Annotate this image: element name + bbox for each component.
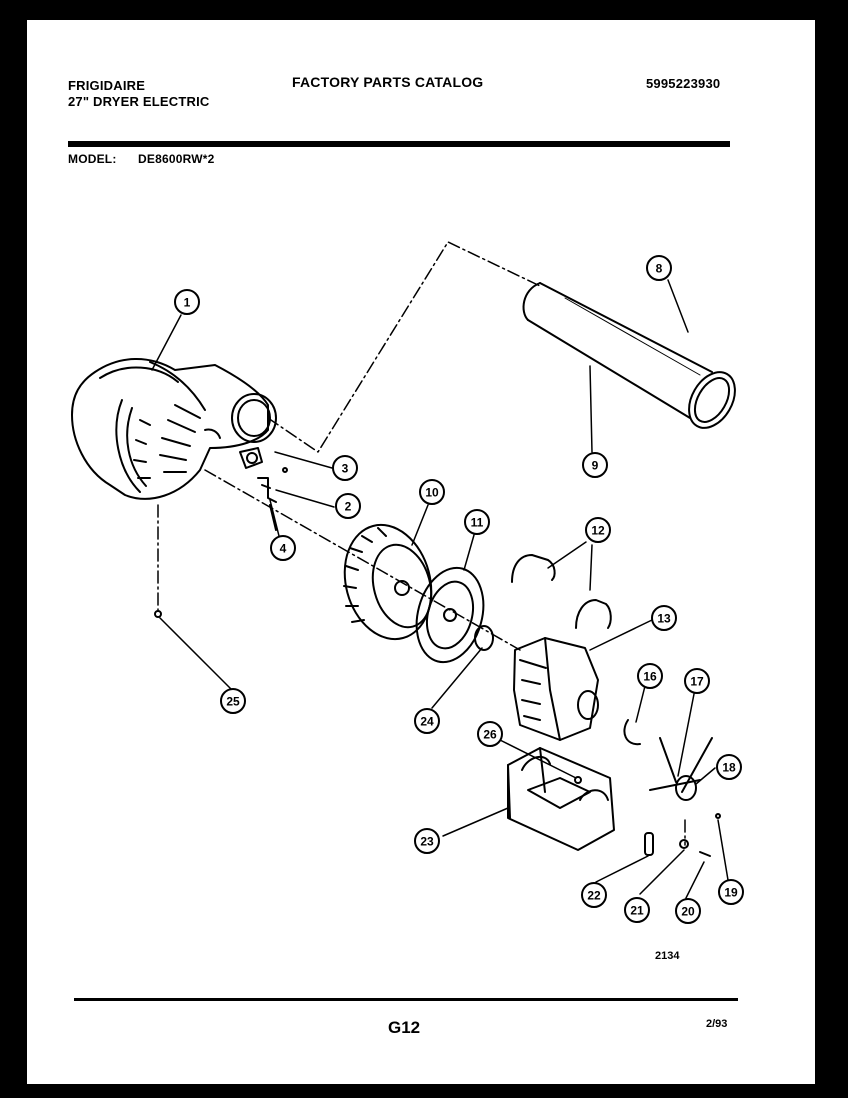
callout-24: 24: [414, 708, 440, 734]
belt-switch-parts: [239, 447, 277, 531]
callout-circle: [716, 754, 742, 780]
callout-number: 19: [724, 886, 738, 900]
callout-circle: [651, 605, 677, 631]
callout-circle: [414, 828, 440, 854]
callout-17: 17: [684, 668, 710, 694]
callout-circle: [220, 688, 246, 714]
drive-motor-part: [513, 637, 599, 741]
footer-date: 2/93: [706, 1018, 728, 1030]
callout-circle: [675, 898, 701, 924]
callout-circle: [174, 289, 200, 315]
callout-circle: [646, 255, 672, 281]
drawing-number: 2134: [655, 950, 680, 962]
callout-number: 20: [681, 905, 695, 919]
callout-10: 10: [419, 479, 445, 505]
product-label: 27" DRYER ELECTRIC: [68, 94, 210, 109]
callout-number: 25: [226, 695, 240, 709]
callout-26: 26: [477, 721, 503, 747]
callout-circle: [637, 663, 663, 689]
small-hardware-parts: [154, 467, 721, 857]
footer-rule: [74, 998, 738, 1001]
callout-circle: [581, 882, 607, 908]
idler-assembly-part: [649, 737, 713, 801]
callout-1: 1: [174, 289, 200, 315]
callout-number: 10: [425, 486, 439, 500]
callout-number: 26: [483, 728, 497, 742]
hook-part: [623, 719, 641, 746]
model-label: MODEL:: [68, 152, 117, 166]
callout-number: 13: [657, 612, 671, 626]
callout-number: 21: [630, 904, 644, 918]
exhaust-duct-part: [522, 282, 736, 429]
collar-part: [474, 625, 494, 651]
callout-22: 22: [581, 882, 607, 908]
callout-circle: [624, 897, 650, 923]
callout-circle: [419, 479, 445, 505]
callout-number: 17: [690, 675, 704, 689]
callout-12: 12: [585, 517, 611, 543]
callout-circle: [332, 455, 358, 481]
callout-circle: [684, 668, 710, 694]
callout-2: 2: [335, 493, 361, 519]
motor-mount-part: [507, 747, 615, 851]
callout-circle: [585, 517, 611, 543]
callout-11: 11: [464, 509, 490, 535]
header-rule: [68, 141, 730, 147]
callout-13: 13: [651, 605, 677, 631]
callout-number: 22: [587, 889, 601, 903]
blower-wheel-part: [343, 523, 433, 641]
callout-circle: [718, 879, 744, 905]
callout-number: 18: [722, 761, 736, 775]
blower-housing-part: [71, 358, 277, 500]
callout-23: 23: [414, 828, 440, 854]
callout-circle: [477, 721, 503, 747]
motor-clips-part: [511, 554, 612, 629]
callout-number: 12: [591, 524, 605, 538]
callout-number: 16: [643, 670, 657, 684]
callout-number: 24: [420, 715, 434, 729]
callout-3: 3: [332, 455, 358, 481]
leader-lines: [151, 279, 729, 899]
catalog-title: FACTORY PARTS CATALOG: [292, 74, 484, 90]
callout-8: 8: [646, 255, 672, 281]
callout-number: 3: [342, 462, 349, 476]
callout-circle: [270, 535, 296, 561]
callout-number: 2: [345, 500, 352, 514]
callout-20: 20: [675, 898, 701, 924]
callout-circle: [464, 509, 490, 535]
callout-18: 18: [716, 754, 742, 780]
callout-9: 9: [582, 452, 608, 478]
callout-circle: [582, 452, 608, 478]
brand-label: FRIGIDAIRE: [68, 78, 146, 93]
callout-number: 4: [280, 542, 287, 556]
model-value: DE8600RW*2: [138, 152, 215, 166]
pulley-disc-part: [415, 566, 485, 664]
callout-16: 16: [637, 663, 663, 689]
callout-number: 1: [184, 296, 191, 310]
callout-19: 19: [718, 879, 744, 905]
callout-number: 11: [471, 516, 484, 530]
callout-number: 9: [592, 459, 599, 473]
callout-4: 4: [270, 535, 296, 561]
catalog-number: 5995223930: [646, 76, 721, 91]
callout-21: 21: [624, 897, 650, 923]
callout-25: 25: [220, 688, 246, 714]
callout-number: 8: [656, 262, 663, 276]
callout-circle: [335, 493, 361, 519]
callout-circle: [414, 708, 440, 734]
page-code: G12: [388, 1018, 421, 1037]
alignment-lines: [157, 241, 686, 846]
callout-number: 23: [420, 835, 434, 849]
